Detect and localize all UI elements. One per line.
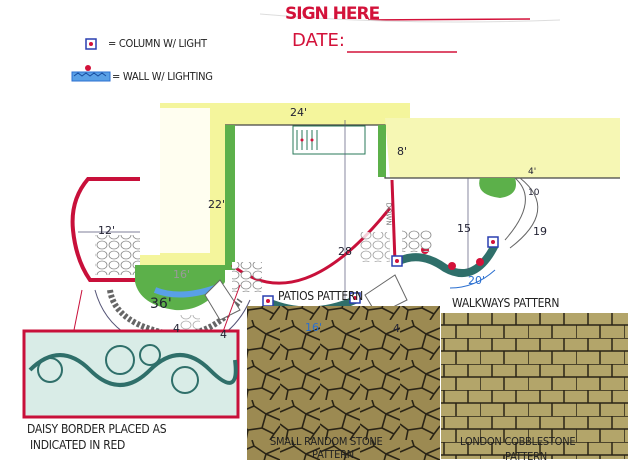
border-caption-1: DAISY BORDER PLACED AS (27, 422, 167, 436)
dim-planter: 10 (528, 188, 540, 198)
patios-title: PATIOS PATTERN (278, 289, 363, 303)
dim-right-arc: 19 (533, 225, 547, 238)
patios-caption-2: PATTERN (312, 448, 354, 461)
dim-right-wing: 8' (397, 145, 408, 158)
dim-step-right: 4 (393, 322, 400, 335)
signature-line (367, 18, 531, 21)
stairs-down-label: DOWN (384, 202, 393, 226)
dim-step-mid: 4 (220, 328, 227, 341)
dim-right-wall: 20' (468, 274, 486, 287)
dim-u-bottom: 16' (173, 268, 191, 281)
column-light-icon (85, 38, 97, 50)
dim-top-width: 24' (290, 106, 308, 119)
house-outline (140, 103, 620, 300)
patios-caption-1: SMALL RANDOM STONE (270, 435, 383, 448)
walkways-caption-2: PATTERN (505, 450, 547, 463)
dim-left-patio: 12' (98, 224, 116, 237)
patios-pattern-image (247, 306, 440, 460)
wall-lighting-icon (71, 65, 111, 82)
walkways-title: WALKWAYS PATTERN (452, 296, 560, 310)
dim-center-wall: 16' (305, 321, 323, 334)
daisy-border-sample (22, 329, 240, 419)
u-planting (135, 265, 225, 311)
dim-planter-width: 4' (528, 167, 537, 177)
left-patio-border (70, 177, 140, 282)
dim-step-left: 4 (173, 322, 180, 335)
walkways-caption-1: LONDON COBBLESTONE (460, 435, 576, 448)
column-light-icon (262, 295, 274, 307)
column-light-icon (391, 255, 403, 267)
column-light-icon (487, 236, 499, 248)
sign-here-label: SIGN HERE (285, 4, 380, 24)
dim-left-wall: 22' (208, 198, 226, 211)
date-label: DATE: (292, 30, 345, 51)
legend-column-label: = COLUMN W/ LIGHT (108, 37, 207, 50)
dim-center-depth: 28 (338, 245, 352, 258)
legend-wall-label: = WALL W/ LIGHTING (112, 70, 213, 83)
border-caption-2: INDICATED IN RED (30, 438, 126, 452)
walkways-pattern-image (441, 313, 628, 459)
dim-right-depth: 15 (457, 222, 471, 235)
column-light-icon (349, 292, 361, 304)
dim-arc: 36' (150, 296, 172, 312)
